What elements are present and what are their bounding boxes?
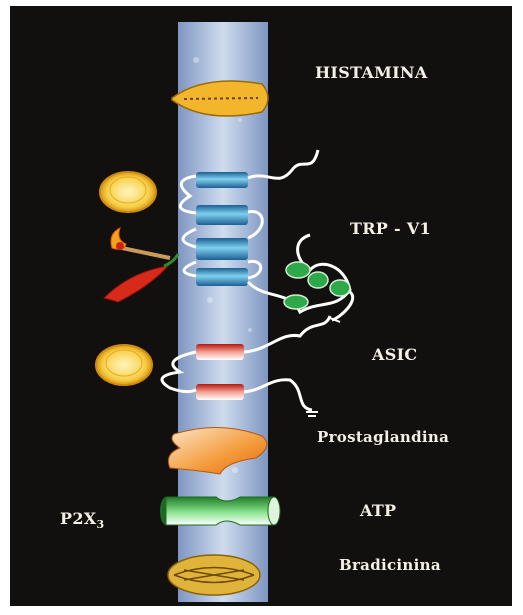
histamina-label: HISTAMINA [315, 63, 428, 82]
bradykinin-receptor [168, 555, 260, 595]
lemon-slice-icon [96, 345, 152, 385]
bradicinina-label: Bradicinina [339, 556, 441, 574]
p2x3-receptor [160, 497, 280, 525]
atp-label: ATP [360, 501, 396, 520]
p2x3-label: P2X3 [60, 509, 104, 531]
trp-v1-label: TRP - V1 [350, 219, 431, 238]
lemon-slice-icon [100, 172, 156, 212]
p2x-text: P2X [60, 509, 96, 528]
asic-label: ASIC [372, 345, 417, 364]
prostaglandina-label: Prostaglandina [317, 428, 449, 446]
p2x-subscript: 3 [96, 518, 104, 531]
